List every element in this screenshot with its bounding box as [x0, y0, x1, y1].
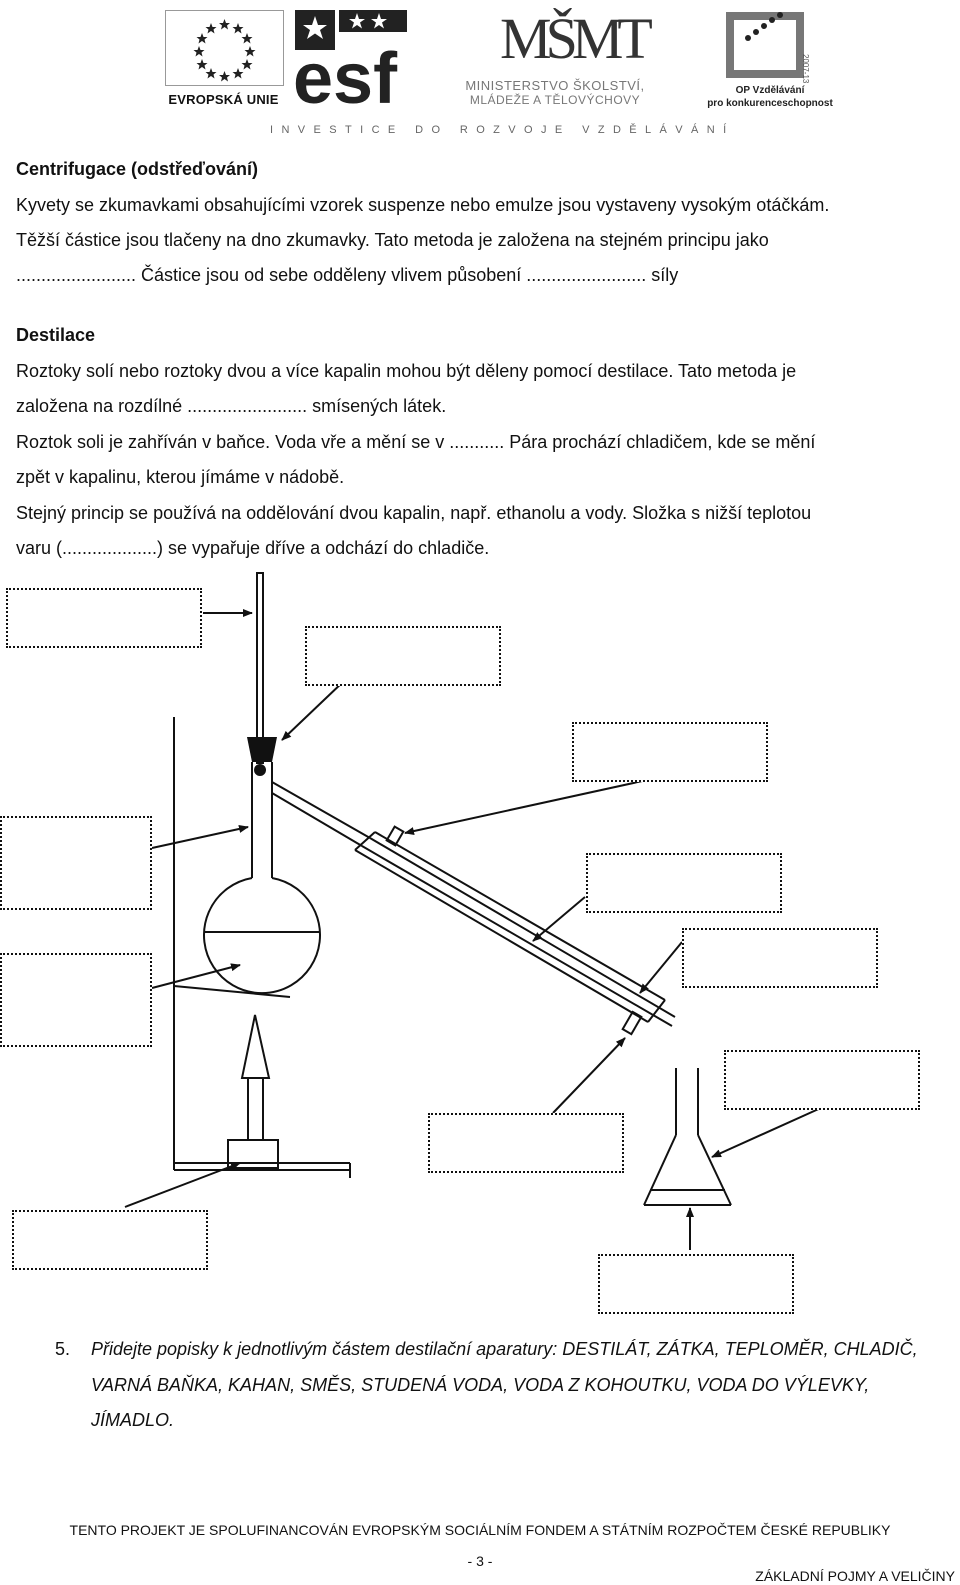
label-box-stopper[interactable]: [305, 626, 501, 686]
op-line1: OP Vzdělávání: [735, 85, 805, 96]
distillation-line-6: varu (...................) se vypařuje d…: [16, 538, 490, 558]
side-arm: [271, 781, 371, 847]
task-number: 5.: [55, 1339, 71, 1359]
distillation-line-5: Stejný princip se používá na oddělování …: [16, 503, 812, 523]
label-box-water-outlet[interactable]: [572, 722, 768, 782]
msmt-label: MŠMT: [500, 8, 652, 71]
label-box-thermometer[interactable]: [6, 588, 202, 648]
msmt-line1: MINISTERSTVO ŠKOLSTVÍ,: [465, 78, 645, 93]
eu-label: EVROPSKÁ UNIE: [168, 92, 279, 107]
stand: [173, 717, 351, 1178]
distillation-apparatus-diagram: [124, 572, 824, 1250]
centrifugation-line-2: Těžší částice jsou tlačeny na dno zkumav…: [16, 230, 769, 250]
label-box-distillate-tube[interactable]: [682, 928, 878, 988]
esf-logo: esf: [293, 10, 407, 119]
task-text: Přidejte popisky k jednotlivým částem de…: [91, 1339, 918, 1430]
page-number: - 3 -: [467, 1553, 493, 1569]
label-arrows: [124, 609, 824, 1250]
distillation-line-1: Roztoky solí nebo roztoky dvou a více ka…: [16, 361, 797, 381]
label-box-flask[interactable]: [0, 816, 152, 910]
distillation-title: Destilace: [16, 325, 96, 345]
stopper-shape: [247, 737, 277, 762]
label-box-condenser[interactable]: [586, 853, 782, 913]
centrifugation-line-3: ........................ Částice jsou od…: [16, 265, 679, 285]
boiling-flask-shape: [203, 762, 321, 995]
tagline: INVESTICE DO ROZVOJE VZDĚLÁVÁNÍ: [270, 124, 735, 136]
thermometer-shape: [254, 572, 266, 776]
msmt-line2: MLÁDEŽE A TĚLOVÝCHOVY: [469, 93, 641, 107]
footer-funding: TENTO PROJEKT JE SPOLUFINANCOVÁN EVROPSK…: [69, 1522, 891, 1538]
distillation-line-3: Roztok soli je zahříván v baňce. Voda vř…: [16, 432, 816, 452]
header-logos: EVROPSKÁ UNIE esf MŠMT MINISTERSTVO ŠKOL…: [0, 0, 960, 140]
label-box-water-inlet[interactable]: [428, 1113, 624, 1173]
burner-shape: [227, 1014, 279, 1169]
esf-label: esf: [295, 39, 398, 105]
eu-logo: EVROPSKÁ UNIE: [165, 10, 284, 107]
label-box-distillate[interactable]: [598, 1254, 794, 1314]
footer-section: ZÁKLADNÍ POJMY A VELIČINY: [755, 1568, 955, 1584]
centrifugation-title: Centrifugace (odstřeďování): [16, 159, 258, 179]
msmt-logo: MŠMT MINISTERSTVO ŠKOLSTVÍ, MLÁDEŽE A TĚ…: [455, 6, 658, 108]
distillation-line-4: zpět v kapalinu, kterou jímáme v nádobě.: [16, 467, 345, 487]
label-box-mixture[interactable]: [0, 953, 152, 1047]
op-line2: pro konkurenceschopnost: [707, 98, 833, 109]
collection-vessel-shape: [643, 1068, 732, 1206]
label-box-receiver[interactable]: [724, 1050, 920, 1110]
op-logo: 2007-13 OP Vzdělávání pro konkurencescho…: [700, 6, 840, 109]
label-box-burner[interactable]: [12, 1210, 208, 1270]
centrifugation-line-1: Kyvety se zkumavkami obsahujícími vzorek…: [16, 195, 830, 215]
op-years: 2007-13: [801, 54, 810, 84]
condenser-shape: [354, 825, 676, 1036]
eu-flag-icon: [165, 10, 284, 86]
distillation-line-2: založena na rozdílné ...................…: [16, 396, 447, 416]
